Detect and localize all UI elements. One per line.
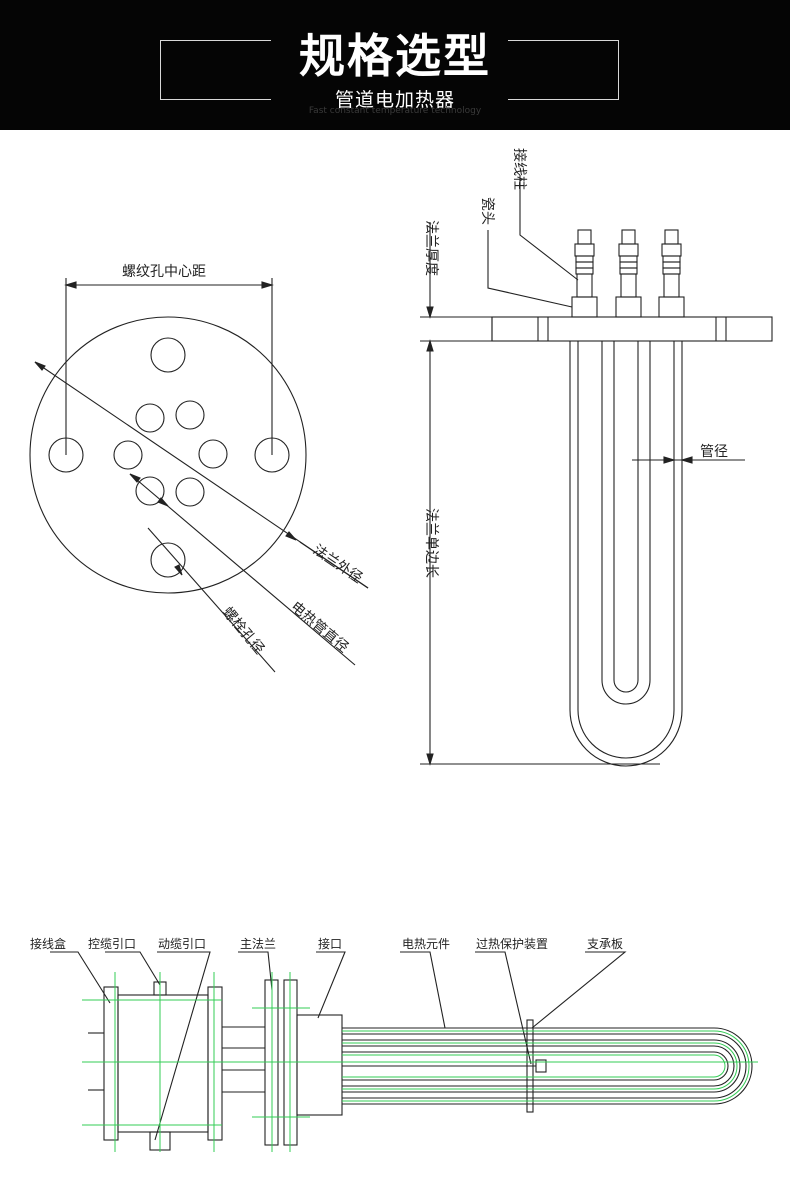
u-tube-outer-inner <box>577 341 675 759</box>
label-overheat-protection: 过热保护装置 <box>476 937 548 951</box>
flange-front-view <box>29 278 369 673</box>
page-title: 规格选型 <box>299 29 491 83</box>
interface-body <box>296 1014 343 1116</box>
label-bolt-hole-diameter: 螺栓孔径 <box>219 604 267 657</box>
u-tube-inner <box>601 341 651 705</box>
terminal-post-2 <box>618 229 639 298</box>
header-frame-left <box>160 40 271 100</box>
terminal-post-1 <box>574 229 595 298</box>
u-tube-inner-inner <box>613 341 639 693</box>
ceramic-head <box>615 296 642 318</box>
bolt-hole-top <box>150 337 186 373</box>
header-frame-right <box>508 40 619 100</box>
tube-hole <box>135 476 165 506</box>
bolt-hole-bottom <box>150 542 186 578</box>
label-ceramic-head: 瓷头 <box>479 197 495 225</box>
junction-box-plate-left <box>103 986 119 1141</box>
u-tube-outer <box>569 341 683 767</box>
label-junction-box: 接线盒 <box>30 936 66 951</box>
junction-box-plate-right <box>207 986 223 1141</box>
tube-hole <box>198 439 228 469</box>
label-tube-diameter: 管径 <box>700 444 728 460</box>
ceramic-head <box>571 296 598 318</box>
label-hole-center-distance: 螺纹孔中心距 <box>122 264 206 280</box>
label-flange-outer-diameter: 法兰外径 <box>310 542 365 587</box>
label-control-cable-entry: 控缆引口 <box>88 937 136 951</box>
page-subtitle: 管道电加热器 <box>334 89 455 111</box>
heating-element-tube <box>342 1033 747 1099</box>
label-heating-tube-diameter: 电热管直径 <box>287 598 352 656</box>
label-interface: 接口 <box>318 936 342 951</box>
label-power-cable-entry: 动缆引口 <box>158 937 206 951</box>
page-tagline: Fast constant temperature technology <box>308 106 482 116</box>
heating-element-tube <box>342 1045 735 1087</box>
label-heating-element: 电热元件 <box>402 937 450 951</box>
label-main-flange: 主法兰 <box>240 937 276 951</box>
heating-element-tube <box>342 1051 729 1081</box>
label-support-plate: 支承板 <box>587 937 623 951</box>
header-banner: 规格选型 管道电加热器 Fast constant temperature te… <box>0 0 790 130</box>
tube-hole <box>175 477 205 507</box>
label-terminal-post: 接线柱 <box>511 148 528 190</box>
technical-drawing: 螺纹孔中心距 法兰外径 电热管直径 螺栓孔径 <box>29 148 773 1152</box>
tube-hole <box>175 400 205 430</box>
heating-element-tube <box>342 1039 741 1093</box>
terminal-post-3 <box>661 229 682 298</box>
label-flange-single-side-length: 法兰单边长 <box>423 508 439 578</box>
heater-side-view <box>420 175 773 767</box>
assembly-centerlines <box>82 972 758 1152</box>
tube-hole <box>135 403 165 433</box>
flange-outline <box>29 316 307 594</box>
tube-hole <box>113 440 143 470</box>
heating-element-tube <box>342 1027 753 1105</box>
ceramic-head <box>658 296 685 318</box>
flange-plate <box>491 316 773 342</box>
label-flange-thickness: 法兰厚度 <box>423 220 439 276</box>
assembly-view <box>50 951 753 1151</box>
